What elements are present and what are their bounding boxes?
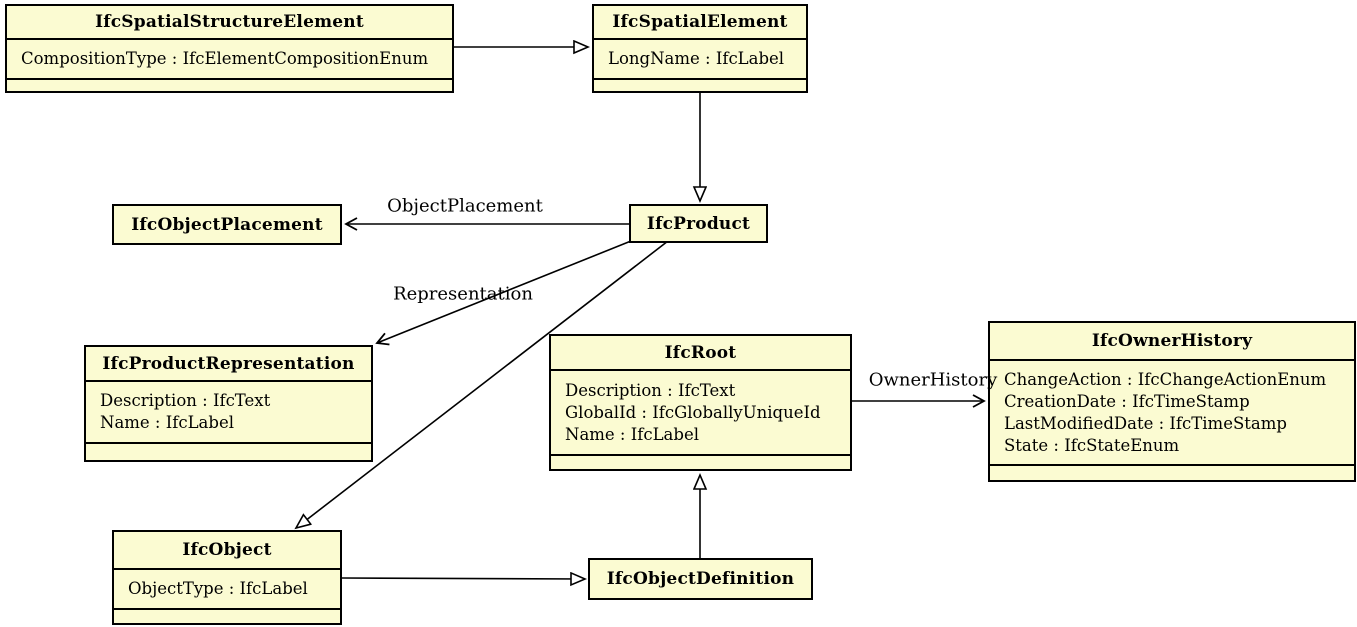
class-attributes: ObjectType : IfcLabel (114, 568, 340, 608)
edge-label-ownerhistory: OwnerHistory (868, 369, 998, 391)
edge-generalization-object-objectdefinition (341, 578, 585, 579)
class-operations-empty (551, 454, 850, 469)
class-attributes: Description : IfcText Name : IfcLabel (86, 380, 371, 442)
class-operations-empty (7, 78, 452, 91)
class-attributes: CompositionType : IfcElementCompositionE… (7, 38, 452, 78)
class-ifcproduct[interactable]: IfcProduct (629, 204, 768, 243)
class-title: IfcSpatialStructureElement (95, 12, 364, 32)
class-operations-empty (86, 442, 371, 460)
edge-generalization-product-object (296, 240, 669, 528)
class-attributes: ChangeAction : IfcChangeActionEnum Creat… (990, 359, 1354, 464)
class-ifcspatialstructureelement[interactable]: IfcSpatialStructureElement CompositionTy… (5, 4, 454, 93)
class-operations-empty (114, 608, 340, 623)
attribute: Name : IfcLabel (565, 424, 699, 444)
class-title: IfcRoot (664, 342, 737, 363)
class-ifcobjectplacement[interactable]: IfcObjectPlacement (112, 204, 342, 245)
class-ifcobject[interactable]: IfcObject ObjectType : IfcLabel (112, 530, 342, 625)
class-ifcproductrepresentation[interactable]: IfcProductRepresentation Description : I… (84, 345, 373, 462)
attribute: Name : IfcLabel (100, 413, 234, 432)
edge-label-objectplacement: ObjectPlacement (387, 195, 543, 217)
class-attributes: LongName : IfcLabel (594, 38, 806, 78)
class-ifcroot[interactable]: IfcRoot Description : IfcText GlobalId :… (549, 334, 852, 471)
class-ifcownerhistory[interactable]: IfcOwnerHistory ChangeAction : IfcChange… (988, 321, 1356, 482)
attribute: Description : IfcText (565, 380, 736, 400)
class-title: IfcProduct (646, 213, 751, 234)
attribute: GlobalId : IfcGloballyUniqueId (565, 402, 821, 422)
class-title: IfcObjectDefinition (606, 569, 795, 589)
class-title: IfcObjectPlacement (131, 214, 323, 235)
edge-association-representation (375, 240, 632, 346)
attribute: CreationDate : IfcTimeStamp (1004, 391, 1250, 411)
class-operations-empty (594, 78, 806, 91)
class-ifcspatialelement[interactable]: IfcSpatialElement LongName : IfcLabel (592, 4, 808, 93)
attribute: State : IfcStateEnum (1004, 435, 1180, 455)
class-title: IfcOwnerHistory (1091, 331, 1253, 351)
attribute: ChangeAction : IfcChangeActionEnum (1004, 369, 1327, 389)
edge-label-representation: Representation (393, 283, 533, 305)
attribute: LongName : IfcLabel (608, 49, 785, 68)
attribute: CompositionType : IfcElementCompositionE… (21, 49, 429, 68)
attribute: ObjectType : IfcLabel (128, 579, 308, 598)
class-ifcobjectdefinition[interactable]: IfcObjectDefinition (588, 558, 813, 600)
class-attributes: Description : IfcText GlobalId : IfcGlob… (551, 369, 850, 454)
attribute: Description : IfcText (100, 391, 271, 410)
class-title: IfcObject (182, 540, 272, 560)
class-title: IfcSpatialElement (612, 12, 788, 32)
class-operations-empty (990, 464, 1354, 480)
class-title: IfcProductRepresentation (102, 353, 355, 374)
attribute: LastModifiedDate : IfcTimeStamp (1004, 413, 1287, 433)
